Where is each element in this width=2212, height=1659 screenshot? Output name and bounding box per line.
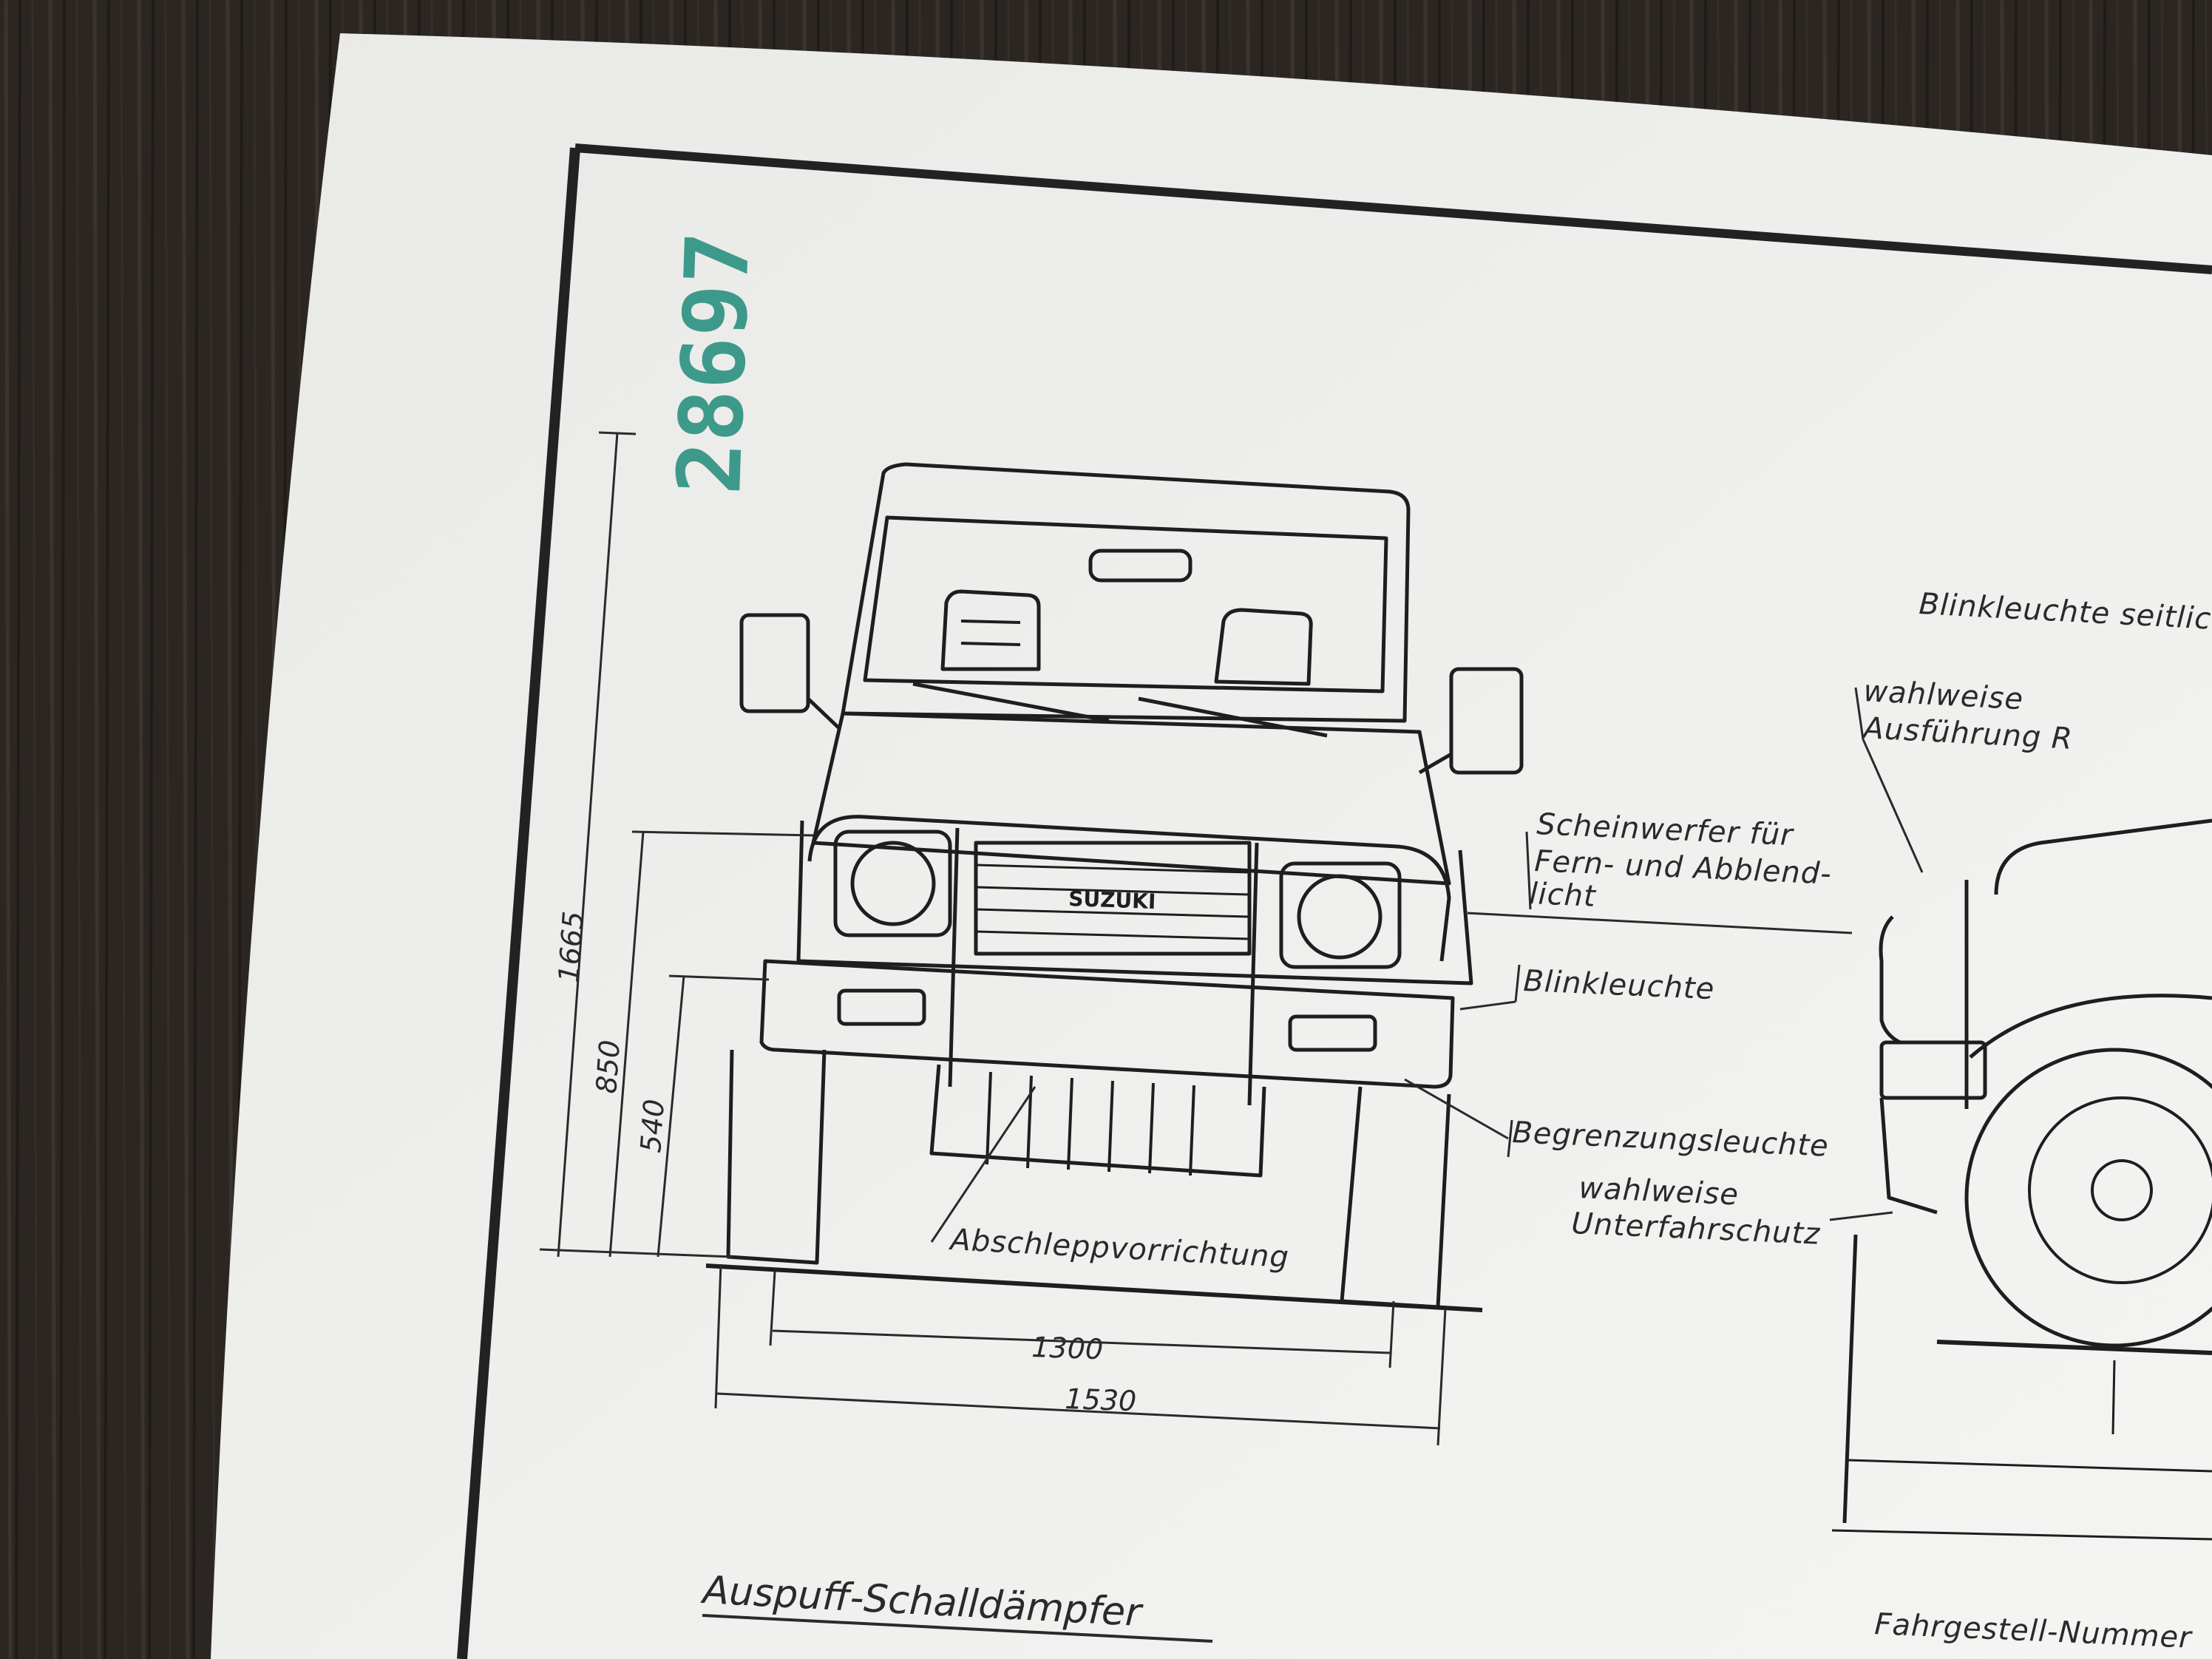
mirror-left <box>739 613 810 713</box>
dim-1530: 1530 <box>1065 1382 1137 1417</box>
auspuff-underline <box>702 1614 1213 1643</box>
windshield <box>863 515 1388 693</box>
drawing-frame <box>457 143 2212 1659</box>
side-wheel-hub <box>2091 1159 2153 1221</box>
dim-line-1665 <box>557 432 619 1258</box>
side-view-vehicle-partial <box>1831 818 2212 1541</box>
dim-line-1300 <box>772 1329 1391 1354</box>
skid-bars <box>985 1071 1195 1176</box>
dim-1300: 1300 <box>1031 1331 1104 1365</box>
grille-guard <box>807 815 1451 962</box>
stamp-number: 28697 <box>658 230 769 496</box>
dim-540: 540 <box>634 1098 671 1153</box>
turn-signal-left <box>837 988 926 1026</box>
wiper-left <box>912 682 1110 723</box>
side-bumper <box>1879 1040 1987 1100</box>
dim-1665: 1665 <box>552 910 590 984</box>
side-wheel-tire <box>1964 1048 2212 1348</box>
label-unterfahrschutz-line1: wahlweise <box>1578 1171 1740 1212</box>
side-ground-line <box>1936 1340 2212 1355</box>
tow-frame <box>929 1064 1266 1178</box>
seat-right <box>1214 608 1313 686</box>
dim-line-850 <box>608 831 645 1258</box>
label-blinkleuchte: Blinkleuchte <box>1523 964 1716 1006</box>
headlight-left-housing <box>833 830 952 937</box>
rear-view-mirror <box>1088 549 1192 583</box>
mirror-right <box>1449 667 1524 775</box>
hood-body <box>811 711 1451 886</box>
cab-outline <box>841 462 1411 723</box>
label-ausfuehrung-line1: wahlweise <box>1862 674 2024 716</box>
side-wheel-rim <box>2028 1096 2212 1284</box>
dimension-lines <box>539 431 1447 1446</box>
headlight-left <box>850 841 936 926</box>
turn-signal-right <box>1288 1014 1377 1052</box>
label-scheinwerfer-line3: licht <box>1529 877 1597 914</box>
side-body-outline <box>1994 818 2212 895</box>
headlight-right-housing <box>1279 861 1402 969</box>
ground-line <box>705 1263 1483 1312</box>
grille <box>974 841 1252 956</box>
headlight-right <box>1297 874 1382 960</box>
dim-line-1530 <box>716 1392 1441 1430</box>
brand-badge: SUZUKI <box>1068 886 1156 914</box>
front-bumper <box>759 959 1455 1089</box>
front-view-vehicle <box>705 462 1524 1312</box>
paper-sheet <box>211 33 2212 1659</box>
side-fender <box>1969 994 2212 1059</box>
dim-850: 850 <box>590 1039 626 1094</box>
seat-left <box>940 589 1041 671</box>
front-wheel-left <box>726 1049 827 1265</box>
leader-lines <box>930 687 1924 1243</box>
dim-line-540 <box>657 975 685 1258</box>
